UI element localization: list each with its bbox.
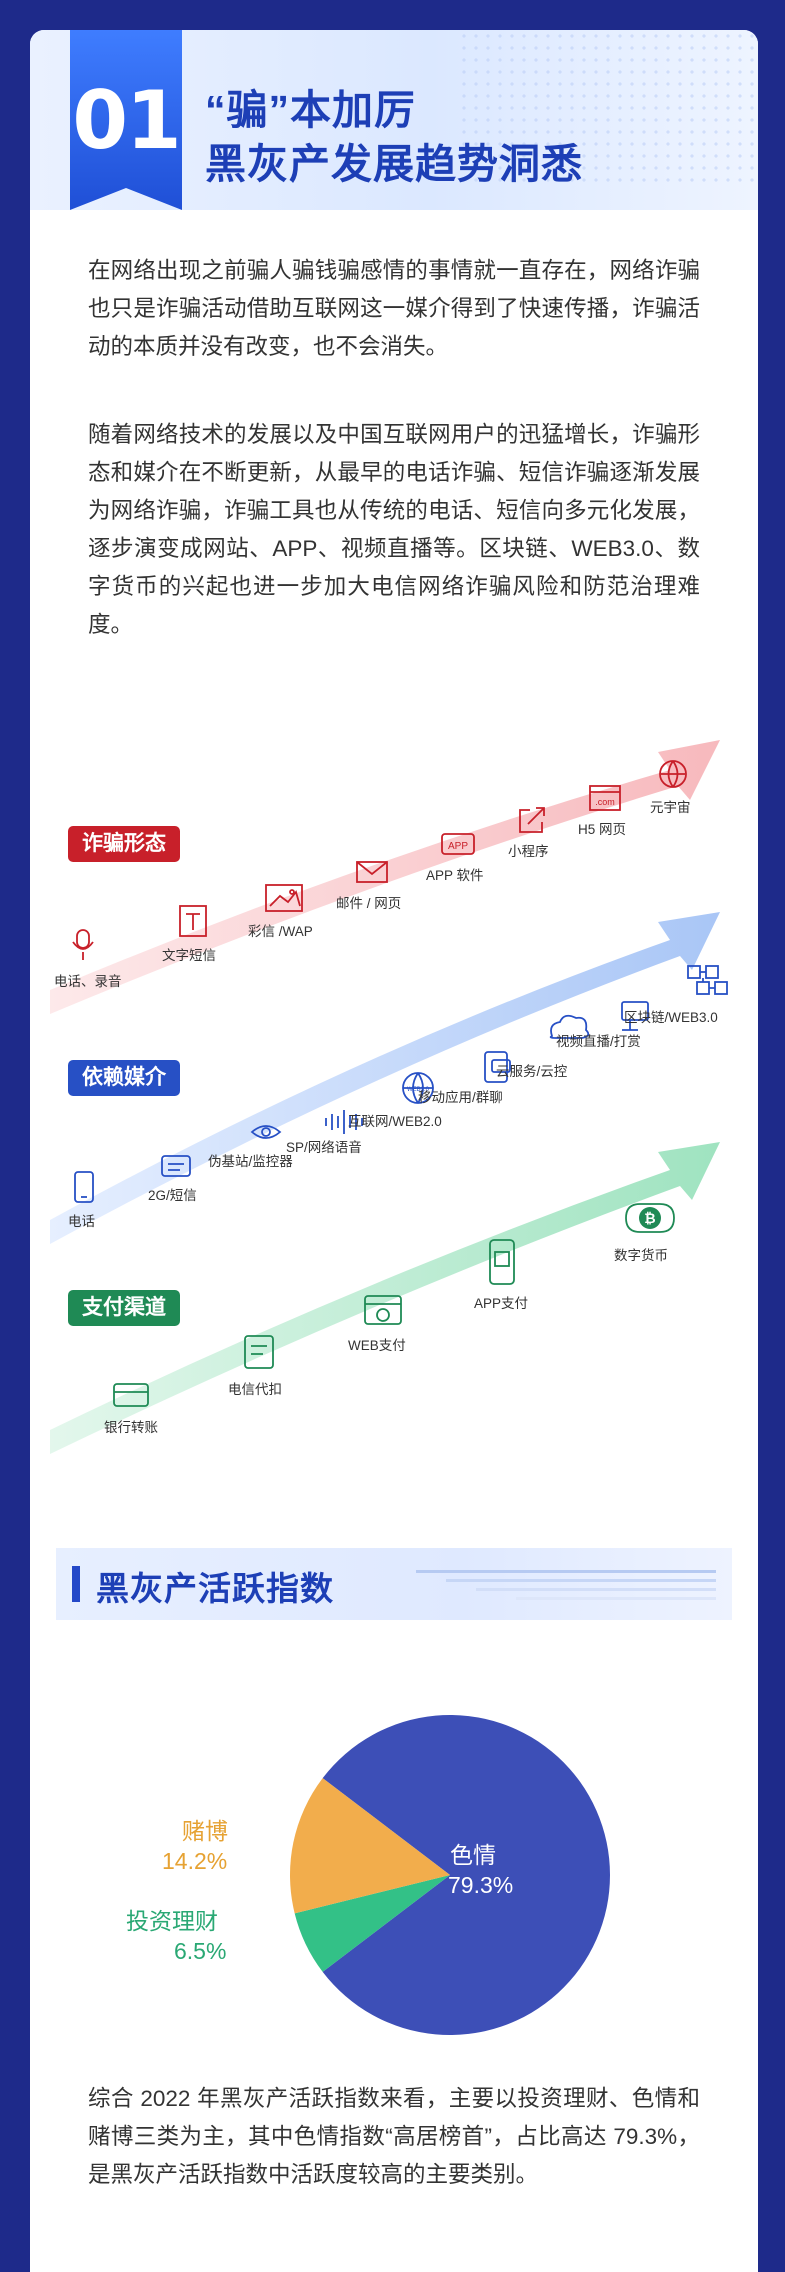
pie-label-porn: 色情 [450, 1842, 496, 1868]
label-metaverse: 元宇宙 [650, 800, 691, 815]
surveillance-eye-icon [250, 1125, 282, 1139]
label-h5-webpage: H5 网页 [578, 822, 627, 837]
label-mobile-app-chat: 移动应用/群聊 [418, 1090, 503, 1105]
h5-icon-text: .com [595, 797, 615, 807]
label-text-sms: 文字短信 [162, 948, 216, 963]
label-sp-voice: SP/网络语音 [286, 1140, 362, 1155]
label-mms-wap: 彩信 /WAP [248, 924, 313, 939]
section-title-line1: “骗”本加厉 [205, 87, 416, 133]
voice-wave-icon [325, 1110, 363, 1134]
label-cloud-service: 云服务/云控 [496, 1064, 568, 1079]
image-icon [265, 884, 303, 912]
label-bank-transfer: 银行转账 [104, 1420, 158, 1435]
label-digital-currency: 数字货币 [614, 1248, 668, 1263]
live-stream-icon [621, 1001, 649, 1031]
section-header-band: 01 “骗”本加厉 黑灰产发展趋势洞悉 [30, 30, 758, 210]
label-live-stream: 视频直播/打赏 [556, 1034, 641, 1049]
bitcoin-symbol: ₿ [644, 1211, 655, 1227]
blockchain-icon [687, 965, 728, 995]
app-icon-text: APP [448, 841, 468, 852]
decorative-lines [416, 1570, 716, 1600]
mini-program-icon [519, 807, 545, 833]
label-phone-recording: 电话、录音 [54, 974, 122, 989]
intro-paragraph-1: 在网络出现之前骗人骗钱骗感情的事情就一直存在，网络诈骗也只是诈骗活动借助互联网这… [88, 258, 700, 359]
pie-value-porn: 79.3% [448, 1872, 514, 1898]
section2-header: 黑灰产活跃指数 [56, 1548, 732, 1620]
label-internet-web2: 互联网/WEB2.0 [348, 1114, 442, 1129]
cloud-icon [549, 1014, 590, 1039]
label-blockchain-web3: 区块链/WEB3.0 [624, 1010, 718, 1025]
summary-paragraph: 综合 2022 年黑灰产活跃指数来看，主要以投资理财、色情和赌博三类为主，其中色… [88, 2086, 700, 2187]
sms-icon [161, 1155, 191, 1177]
trend-arrows: APP .com WEB2.0 [50, 740, 728, 1454]
web-pay-icon [364, 1295, 402, 1325]
h5-webpage-icon [589, 785, 621, 811]
app-icon [441, 833, 475, 855]
label-telephone: 电话 [68, 1214, 95, 1229]
microphone-icon [72, 929, 94, 960]
pie-slice-porn [322, 1715, 610, 2035]
pie-label-gambling: 赌博 [182, 1818, 228, 1844]
web2-icon-text: WEB2.0 [407, 1087, 430, 1093]
pie-slice-investment [294, 1875, 450, 1972]
label-web-pay: WEB支付 [348, 1338, 406, 1353]
bitcoin-icon [625, 1203, 675, 1233]
pie-slice-gambling [290, 1778, 450, 1914]
arrow-media [50, 912, 720, 1244]
intro-paragraph-2: 随着网络技术的发展以及中国互联网用户的迅猛增长，诈骗形态和媒介在不断更新，从最早… [88, 422, 700, 637]
row2-icons [74, 965, 728, 1203]
section2-accent-bar [72, 1566, 80, 1602]
telecom-deduct-icon [244, 1335, 274, 1369]
label-fake-station: 伪基站/监控器 [208, 1154, 293, 1169]
text-message-icon [179, 905, 207, 937]
row3-icons [113, 1203, 675, 1407]
label-mail-webpage: 邮件 / 网页 [336, 896, 402, 911]
tag-fraud-form: 诈骗形态 [68, 826, 180, 862]
label-2g-sms: 2G/短信 [148, 1188, 197, 1203]
mobile-chat-icon [484, 1051, 511, 1083]
bitcoin-coin [639, 1207, 661, 1229]
section-title-line2: 黑灰产发展趋势洞悉 [205, 141, 583, 187]
bank-card-icon [113, 1383, 149, 1407]
label-telecom-deduct: 电信代扣 [228, 1382, 282, 1397]
metaverse-icon [659, 760, 687, 788]
arrow-payment [50, 1142, 720, 1454]
pie-value-gambling: 14.2% [162, 1848, 228, 1874]
tag-payment-channel: 支付渠道 [68, 1290, 180, 1326]
dot-pattern [458, 30, 758, 190]
label-app-pay: APP支付 [474, 1296, 529, 1311]
content-card: 01 “骗”本加厉 黑灰产发展趋势洞悉 在网络出现之前骗人骗钱骗感情的事情就一直… [30, 30, 758, 2272]
section-number: 01 [72, 74, 181, 167]
tag-dependent-media: 依赖媒介 [68, 1060, 180, 1096]
pie-value-investment: 6.5% [174, 1938, 227, 1964]
pie-chart-area: 赌博 14.2% 投资理财 6.5% 色情 79.3% [30, 1680, 758, 2060]
pie-label-investment: 投资理财 [126, 1908, 218, 1934]
arrow-fraud-form [50, 740, 720, 1014]
label-mini-program: 小程序 [508, 844, 549, 859]
pie-chart [290, 1715, 610, 2035]
section-number-badge [70, 30, 182, 210]
mail-icon [356, 861, 388, 883]
evolution-diagram: APP .com WEB2.0 [30, 730, 758, 1470]
label-app-software: APP 软件 [426, 868, 484, 883]
phone-icon [74, 1171, 94, 1203]
app-pay-icon [489, 1239, 515, 1285]
web-globe-icon [402, 1072, 434, 1104]
row1-icons [72, 760, 687, 960]
section2-title: 黑灰产活跃指数 [96, 1570, 334, 1607]
